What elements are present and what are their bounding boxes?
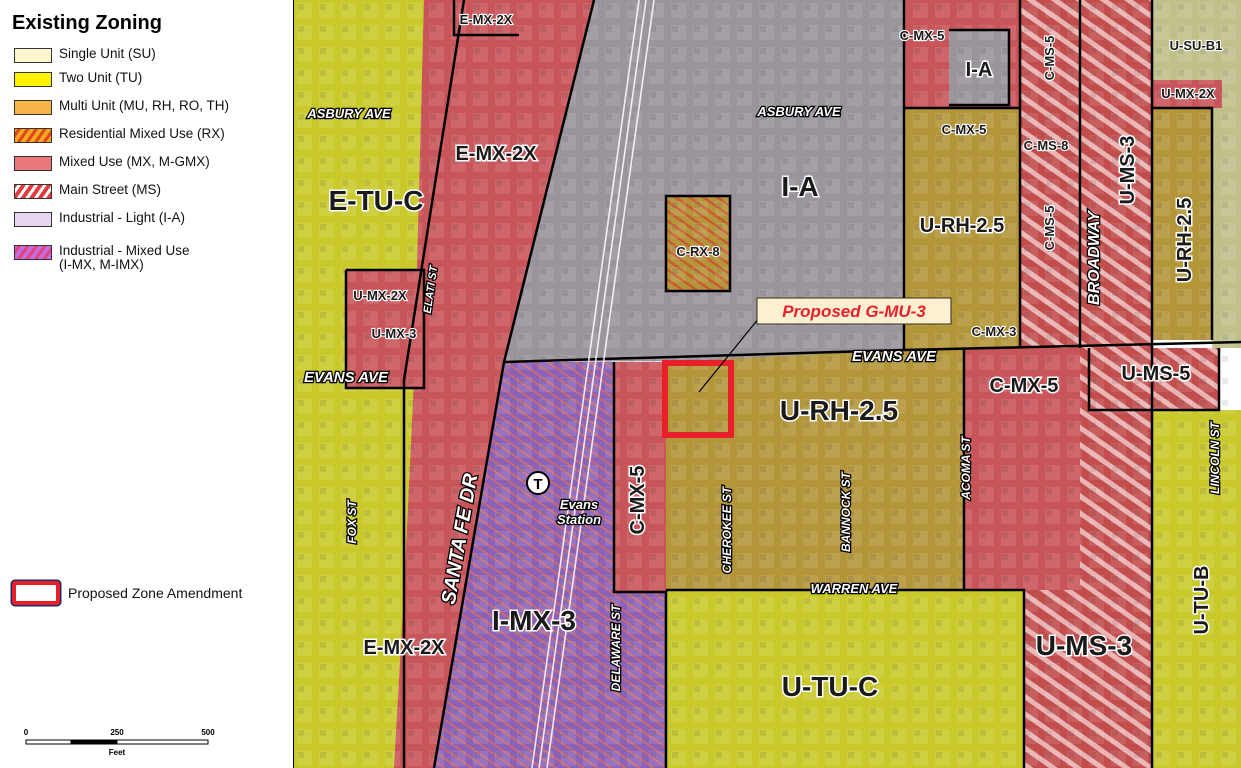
zone-e-mx-2x-top: E-MX-2X: [460, 12, 513, 27]
transit-station-icon: [526, 471, 550, 495]
zone-u-mx-2x-w: U-MX-2X: [353, 288, 407, 303]
legend-panel: Existing Zoning Single Unit (SU) Two Unit…: [0, 0, 290, 768]
zone-u-rh-2-5-e: U-RH-2.5: [1174, 198, 1196, 282]
legend-swatch: [14, 245, 52, 260]
zone-c-ms-5-mid: C-MS-5: [1042, 206, 1057, 251]
legend-swatch: [14, 212, 52, 227]
zone-u-mx-2x-e: U-MX-2X: [1161, 86, 1215, 101]
legend-label: Two Unit (TU): [59, 70, 143, 85]
street-evans-ave-w: EVANS AVE: [304, 369, 389, 386]
scale-tick-250: 250: [110, 728, 124, 737]
zone-boundaries: [344, 0, 1241, 768]
callout: Proposed G-MU-3: [698, 297, 952, 393]
zone-i-a-main: I-A: [781, 171, 818, 202]
zone-e-mx-2x-mid: E-MX-2X: [455, 143, 537, 165]
street-asbury-ave-w: ASBURY AVE: [306, 106, 391, 121]
street-warren-ave: WARREN AVE: [811, 581, 898, 596]
legend-swatch: [14, 100, 52, 115]
scale-bar: 0 250 500 Feet: [24, 728, 215, 757]
zone-u-ms-3-s: U-MS-3: [1036, 630, 1132, 661]
legend-swatch: [14, 184, 52, 199]
legend-item: Two Unit (TU): [14, 71, 142, 89]
zone-c-mx-5-east: C-MX-5: [990, 375, 1059, 397]
zone-e-tu-c: E-TU-C: [329, 185, 424, 216]
zone-c-ms-8: C-MS-8: [1024, 138, 1069, 153]
zone-u-su-b1: U-SU-B1: [1170, 38, 1223, 53]
legend-swatch: [14, 156, 52, 171]
legend-item: Main Street (MS): [14, 183, 161, 201]
zone-u-mx-3: U-MX-3: [372, 326, 417, 341]
street-lincoln-st: LINCOLN ST: [1208, 420, 1222, 494]
transit-letter: T: [533, 476, 542, 493]
station-label-1: Evans: [560, 497, 598, 512]
street-labels: ASBURY AVE ASBURY AVE EVANS AVE EVANS AV…: [303, 103, 1224, 693]
legend-item: Industrial - Light (I-A): [14, 211, 185, 229]
legend-item: Residential Mixed Use (RX): [14, 127, 225, 145]
legend-swatch: [14, 72, 52, 87]
building-texture: [294, 0, 1241, 768]
zone-u-tu-c: U-TU-C: [782, 671, 878, 702]
zone-c-ms-5-top: C-MS-5: [1042, 36, 1057, 81]
zone-c-rx-8: C-RX-8: [676, 244, 719, 259]
amendment-swatch: [12, 581, 60, 605]
zone-u-ms-3-n: U-MS-3: [1117, 136, 1139, 205]
street-delaware-st: DELAWARE ST: [609, 603, 623, 691]
zone-u-ms-5: U-MS-5: [1122, 363, 1191, 385]
legend-item: Single Unit (SU): [14, 47, 156, 65]
zone-c-mx-5-top: C-MX-5: [900, 28, 945, 43]
zone-e-mx-2x-bottom: E-MX-2X: [363, 637, 445, 659]
zone-c-mx-5-vert: C-MX-5: [627, 466, 649, 535]
street-broadway: BROADWAY: [1086, 210, 1103, 305]
legend-swatch: [14, 128, 52, 143]
street-cherokee-st: CHEROKEE ST: [720, 485, 734, 573]
zone-labels: E-TU-C E-MX-2X E-MX-2X E-MX-2X U-MX-2X U…: [327, 11, 1223, 704]
legend-label: Industrial - Light (I-A): [59, 210, 186, 225]
scale-unit: Feet: [109, 748, 126, 757]
legend-swatch: [14, 48, 52, 63]
legend-item: Mixed Use (MX, M-GMX): [14, 155, 210, 173]
zone-u-rh-2-5-n: U-RH-2.5: [920, 215, 1004, 237]
zone-c-mx-3: C-MX-3: [972, 324, 1017, 339]
zone-i-a-small: I-A: [966, 59, 993, 81]
transit-station: T Evans Station: [526, 471, 602, 528]
zone-u-rh-2-5-c: U-RH-2.5: [780, 395, 898, 426]
legend-item: Industrial - Mixed Use (I-MX, M-IMX): [14, 244, 190, 272]
scale-tick-500: 500: [201, 728, 215, 737]
street-fox-st: FOX ST: [345, 499, 359, 544]
street-asbury-ave-e: ASBURY AVE: [756, 104, 841, 119]
rail-tracks: [531, 0, 655, 768]
legend-label: Residential Mixed Use (RX): [59, 126, 225, 141]
scale-tick-0: 0: [24, 728, 29, 737]
zoning-map[interactable]: Proposed G-MU-3 T Evans Station ASBURY A…: [293, 0, 1241, 768]
zone-u-tu-b: U-TU-B: [1191, 566, 1213, 635]
amendment-label: Proposed Zone Amendment: [68, 585, 243, 601]
zone-i-mx-3: I-MX-3: [492, 605, 576, 636]
legend-label: Industrial - Mixed Use (I-MX, M-IMX): [59, 243, 190, 272]
legend-title: Existing Zoning: [12, 12, 162, 34]
station-label-2: Station: [557, 512, 601, 527]
legend-item: Multi Unit (MU, RH, RO, TH): [14, 99, 229, 117]
street-evans-ave-e: EVANS AVE: [852, 348, 937, 365]
legend-label: Main Street (MS): [59, 182, 162, 197]
legend-label: Single Unit (SU): [59, 46, 156, 61]
legend-label: Mixed Use (MX, M-GMX): [59, 154, 210, 169]
street-bannock-st: BANNOCK ST: [839, 470, 853, 552]
legend-label: Multi Unit (MU, RH, RO, TH): [59, 98, 230, 113]
legend-amendment-row: Proposed Zone Amendment: [12, 581, 242, 605]
callout-label: Proposed G-MU-3: [782, 302, 926, 321]
street-acoma-st: ACOMA ST: [959, 435, 973, 501]
zone-c-mx-5-small: C-MX-5: [942, 122, 987, 137]
amendment-outline: [662, 360, 734, 438]
